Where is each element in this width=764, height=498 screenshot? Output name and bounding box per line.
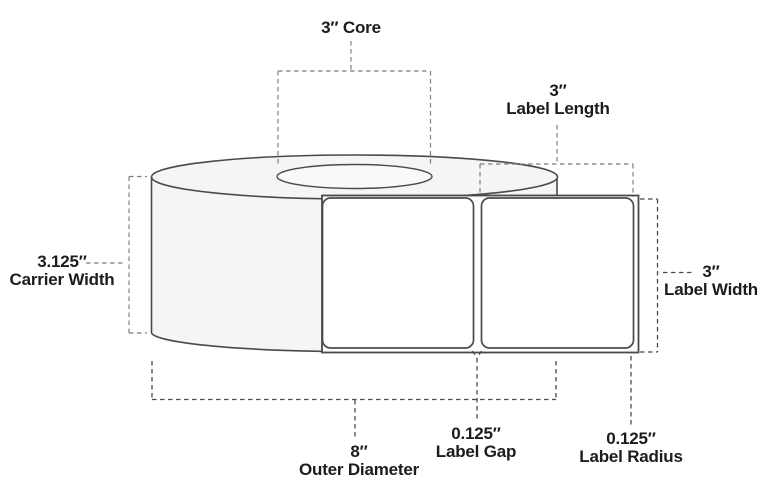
label-radius-dimension-label: 0.125″ Label Radius — [579, 429, 683, 466]
label-gap-arrow-left — [471, 350, 478, 359]
outer-diameter-caption: Outer Diameter — [298, 460, 420, 479]
label-1 — [321, 197, 475, 349]
roll-core-hole — [276, 163, 433, 190]
core-dimension-label: 3″ Core — [321, 19, 381, 37]
label-gap-dimension-label: 0.125″ Label Gap — [435, 424, 517, 461]
label-length-dimension-label: 3″ Label Length — [506, 81, 610, 118]
label-length-value: 3″ — [549, 81, 567, 100]
label-length-caption: Label Length — [506, 99, 610, 118]
label-radius-value: 0.125″ — [606, 429, 656, 448]
carrier-width-dimension-label: 3.125″ Carrier Width — [10, 253, 115, 289]
carrier-width-value: 3.125″ — [37, 252, 87, 271]
label-gap-value: 0.125″ — [451, 424, 501, 443]
outer-diameter-dimension-label: 8″ Outer Diameter — [299, 443, 419, 479]
label-2 — [480, 197, 635, 349]
core-dimension-text: 3″ Core — [321, 18, 381, 37]
label-width-dimension-label: 3″ Label Width — [664, 263, 758, 299]
label-radius-caption: Label Radius — [579, 447, 683, 466]
label-width-caption: Label Width — [664, 280, 758, 299]
label-width-value: 3″ — [702, 262, 720, 281]
outer-diameter-value: 8″ — [350, 442, 368, 461]
label-gap-arrow-right — [476, 350, 483, 359]
label-gap-caption: Label Gap — [435, 442, 517, 461]
carrier-width-caption: Carrier Width — [9, 270, 115, 289]
